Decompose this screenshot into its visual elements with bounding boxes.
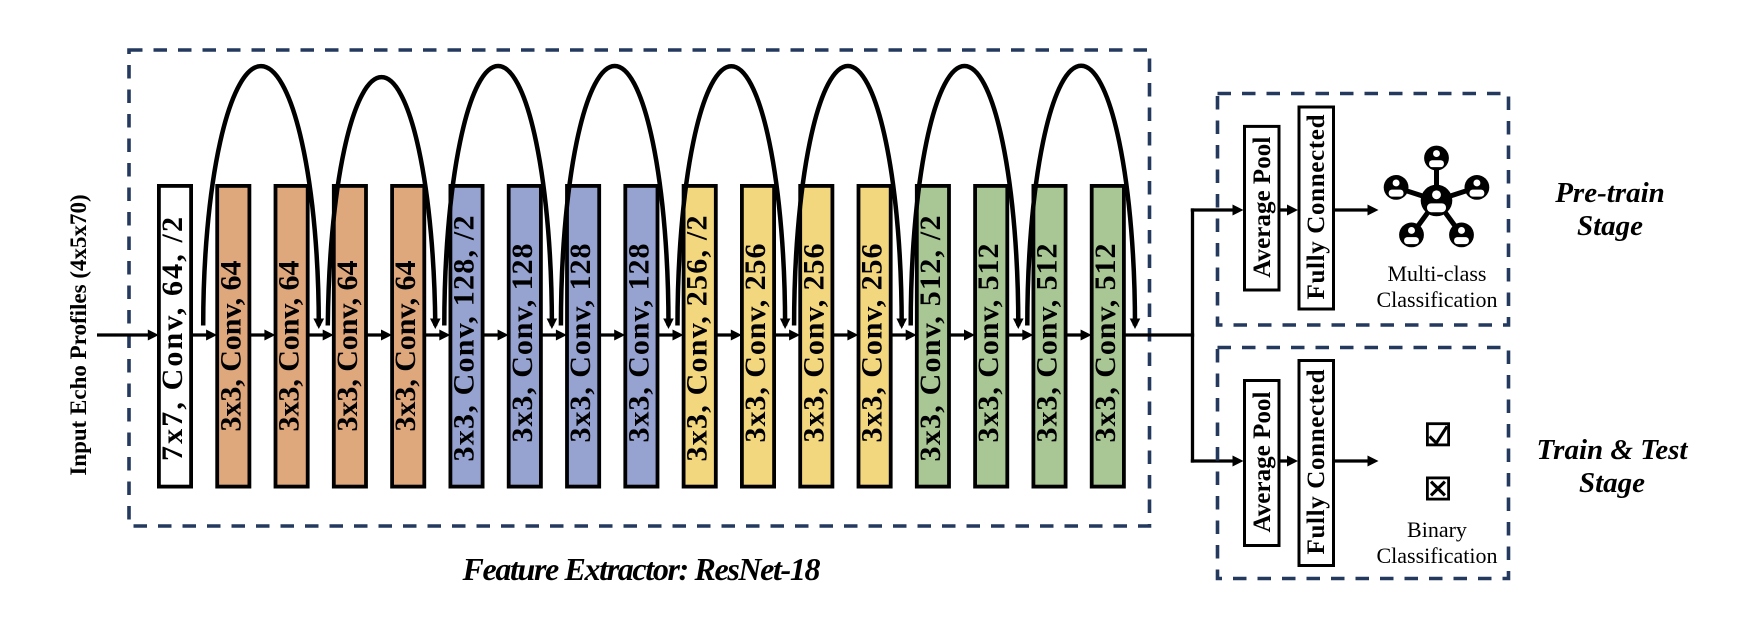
svg-text:3x3, Conv, 512: 3x3, Conv, 512 (1089, 244, 1122, 443)
svg-text:Stage: Stage (1579, 467, 1645, 499)
svg-text:Fully Connected: Fully Connected (1303, 369, 1330, 554)
svg-text:Train & Test: Train & Test (1537, 434, 1689, 466)
svg-text:3x3, Conv, 128, /2: 3x3, Conv, 128, /2 (448, 216, 481, 462)
svg-text:Average Pool: Average Pool (1249, 391, 1276, 532)
svg-text:3x3, Conv, 256, /2: 3x3, Conv, 256, /2 (681, 216, 714, 462)
svg-text:3x3, Conv, 256: 3x3, Conv, 256 (797, 244, 830, 443)
svg-text:Multi-class: Multi-class (1388, 261, 1487, 286)
svg-text:3x3, Conv, 512: 3x3, Conv, 512 (972, 244, 1005, 443)
svg-text:Feature Extractor: ResNet-18: Feature Extractor: ResNet-18 (462, 551, 821, 587)
svg-text:Stage: Stage (1577, 210, 1643, 242)
svg-text:Pre-train: Pre-train (1554, 177, 1665, 209)
svg-text:Fully Connected: Fully Connected (1303, 114, 1330, 299)
svg-text:3x3, Conv, 64: 3x3, Conv, 64 (214, 261, 247, 432)
svg-text:3x3, Conv, 64: 3x3, Conv, 64 (331, 261, 364, 432)
svg-text:3x3, Conv, 512, /2: 3x3, Conv, 512, /2 (914, 216, 947, 462)
svg-text:3x3, Conv, 64: 3x3, Conv, 64 (389, 261, 422, 432)
svg-text:3x3, Conv, 128: 3x3, Conv, 128 (622, 244, 655, 443)
svg-text:3x3, Conv, 128: 3x3, Conv, 128 (564, 244, 597, 443)
svg-text:Classification: Classification (1377, 543, 1498, 568)
svg-text:3x3, Conv, 256: 3x3, Conv, 256 (739, 244, 772, 443)
svg-text:7x7, Conv, 64, /2: 7x7, Conv, 64, /2 (156, 217, 189, 461)
svg-text:3x3, Conv, 256: 3x3, Conv, 256 (856, 244, 889, 443)
svg-text:Classification: Classification (1377, 287, 1498, 312)
svg-text:3x3, Conv, 64: 3x3, Conv, 64 (273, 261, 306, 432)
svg-text:Average Pool: Average Pool (1249, 137, 1276, 278)
svg-text:Input Echo Profiles (4x5x70): Input Echo Profiles (4x5x70) (66, 194, 91, 475)
svg-text:3x3, Conv, 128: 3x3, Conv, 128 (506, 244, 539, 443)
svg-text:3x3, Conv, 512: 3x3, Conv, 512 (1031, 244, 1064, 443)
svg-text:Binary: Binary (1407, 517, 1467, 542)
